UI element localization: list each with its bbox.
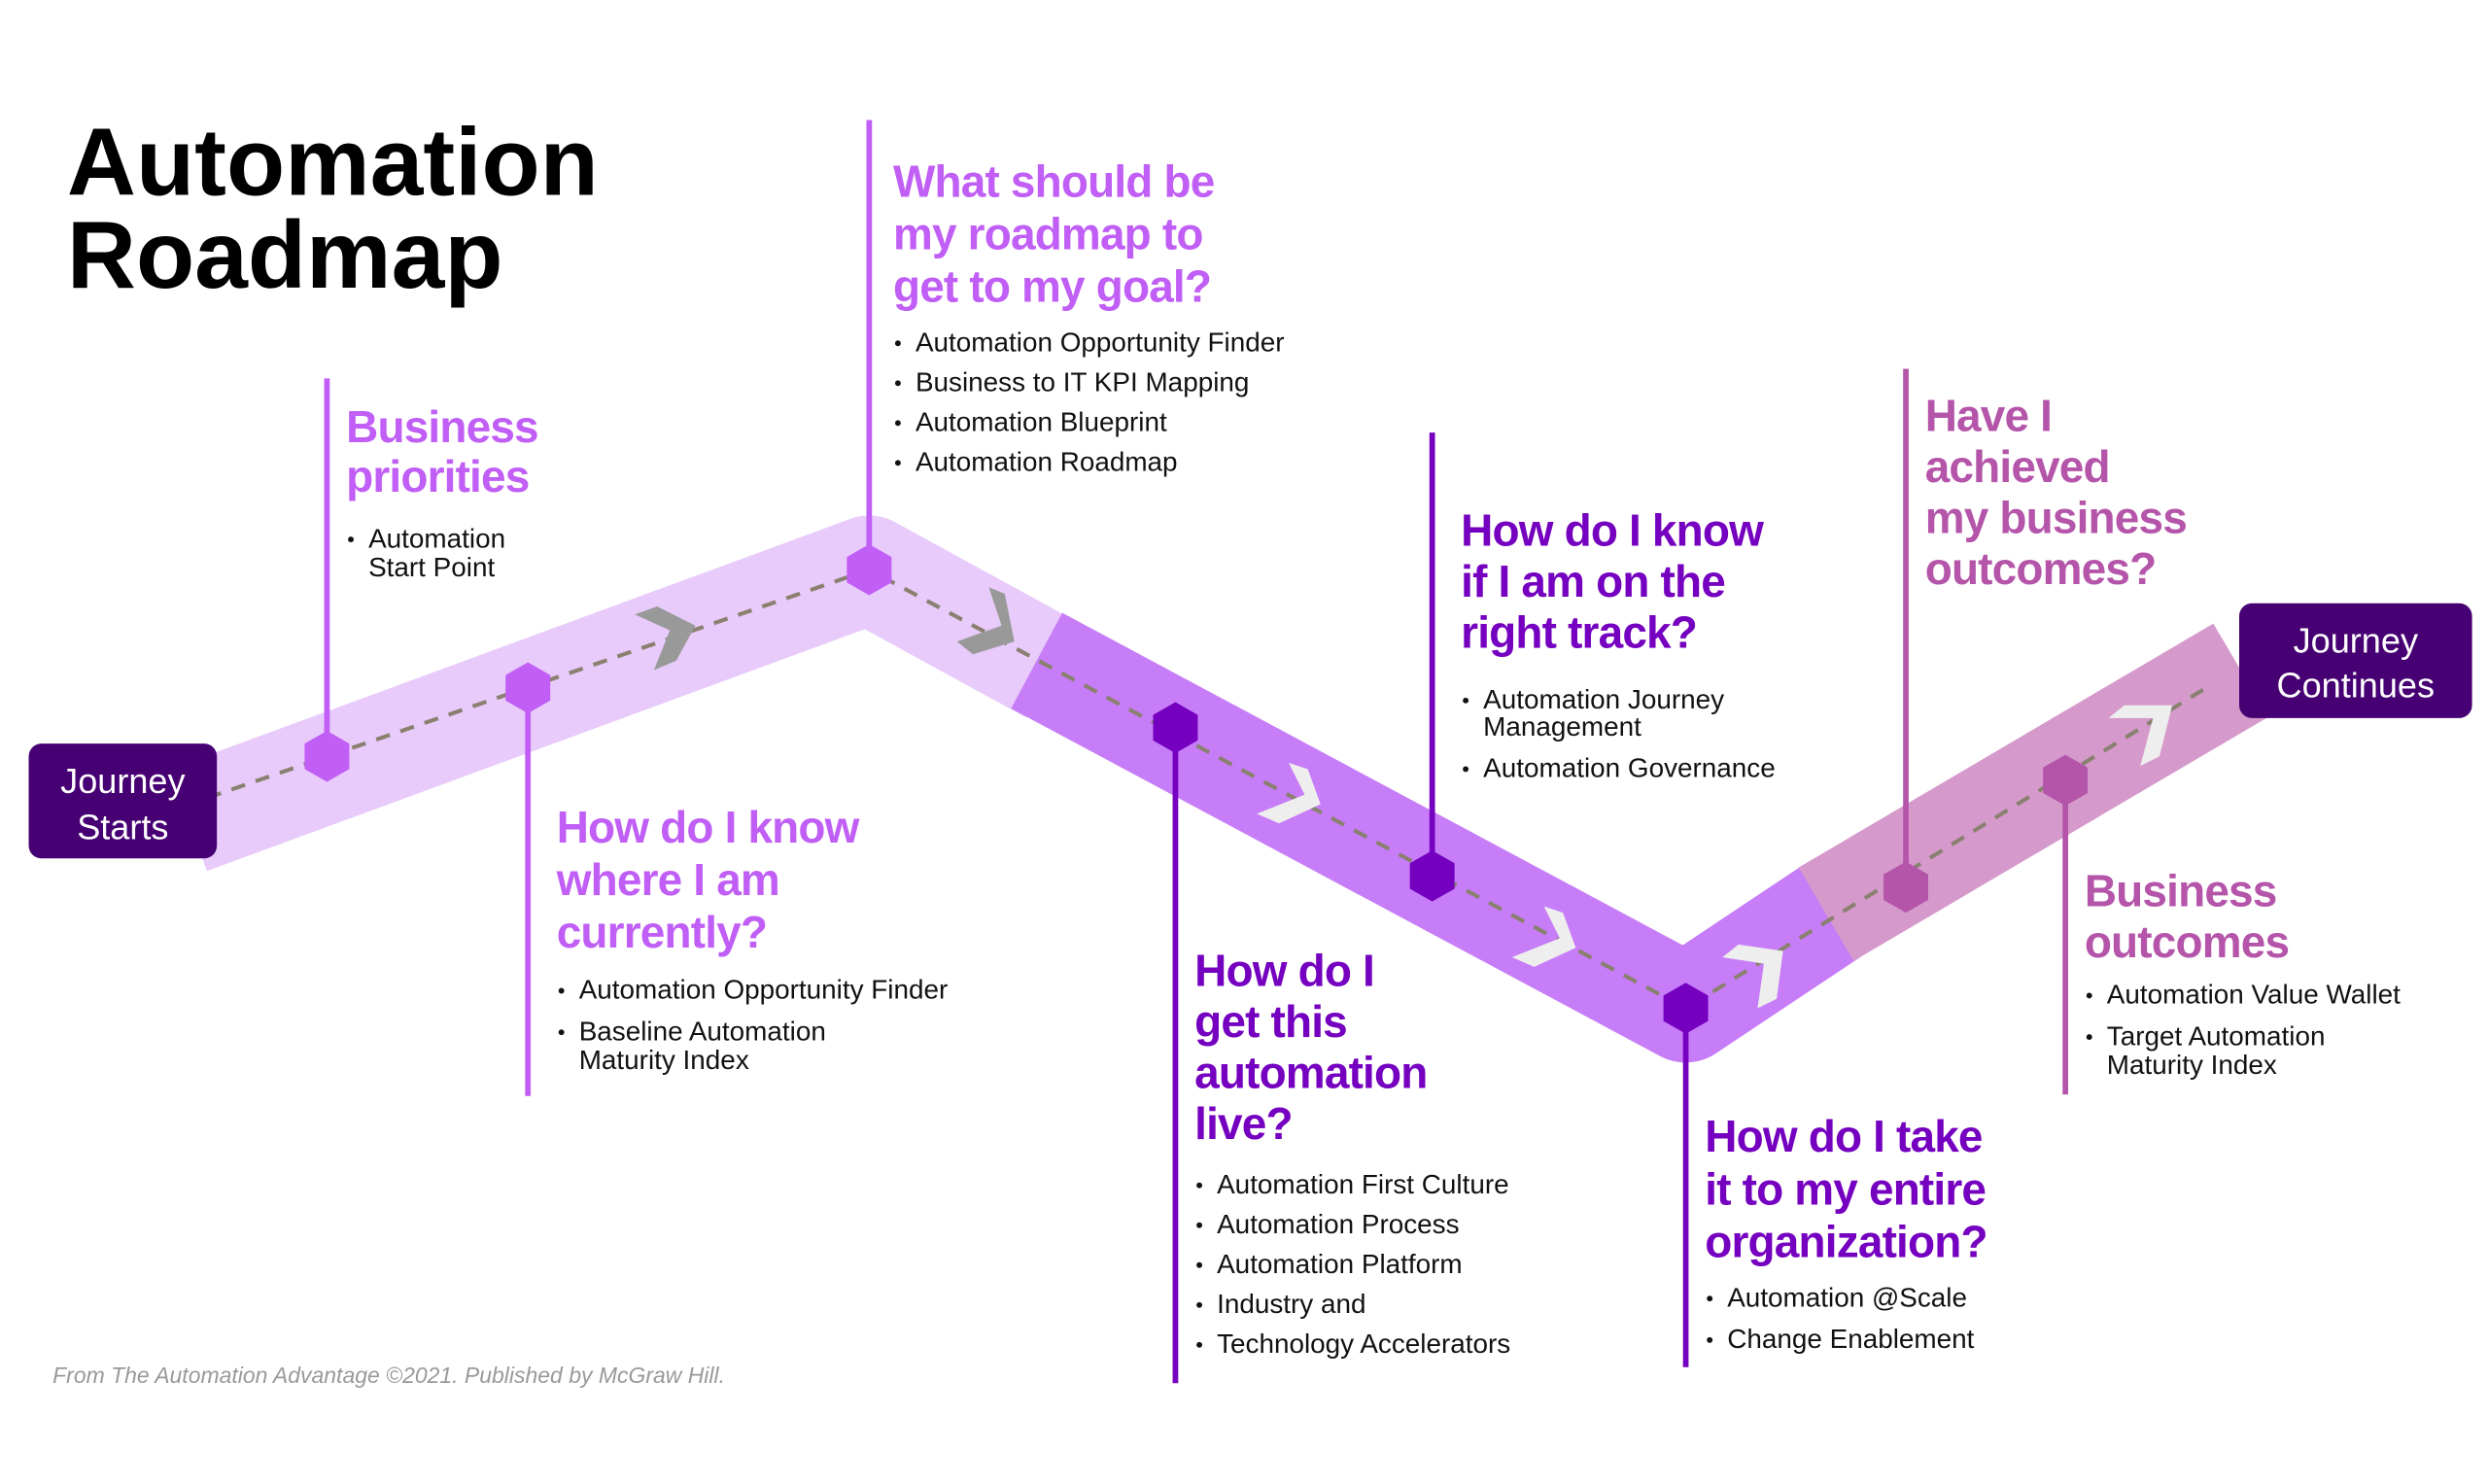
chevron-icon [1511, 906, 1576, 967]
stage-heading: How do I know [1461, 505, 1764, 556]
hexagon-node-icon [1153, 702, 1198, 753]
bullet-icon [558, 987, 565, 994]
stage-item: Technology Accelerators [1217, 1329, 1510, 1359]
chevron-icon [1722, 944, 1783, 1009]
connector-lines [324, 120, 2068, 1384]
roadmap-ribbon [169, 515, 2268, 1063]
stage-item: Target Automation [2107, 1020, 2326, 1051]
stage-item: Automation Value Wallet [2107, 980, 2401, 1010]
bullet-icon [1707, 1295, 1713, 1302]
stage-item: Automation Blueprint [916, 407, 1167, 437]
stage-item: Industry and [1217, 1289, 1365, 1319]
stage-heading: outcomes [2085, 916, 2289, 967]
bullet-icon [1196, 1341, 1203, 1348]
stage-heading: achieved [1925, 441, 2110, 492]
stage-item: Business to IT KPI Mapping [916, 366, 1249, 397]
hexagon-node-icon [304, 731, 350, 782]
stage-heading: get this [1194, 996, 1347, 1047]
journey-starts-box: Journey Starts [28, 743, 218, 859]
start-box-line: Journey [60, 761, 185, 801]
bullet-icon [1463, 697, 1469, 704]
stage-item: Automation Process [1217, 1209, 1459, 1239]
bullet-icon [348, 536, 354, 543]
stage-item: Automation Roadmap [916, 447, 1178, 477]
chevron-icon [2108, 705, 2173, 767]
bullet-icon [1196, 1182, 1203, 1189]
hexagon-node-icon [1663, 983, 1709, 1034]
hexagon-node-icon [2043, 754, 2089, 807]
bullet-icon [894, 460, 901, 466]
stage-heading: automation [1194, 1048, 1427, 1098]
end-box-line: Continues [2277, 666, 2436, 706]
stage-heading: organization? [1705, 1217, 1987, 1267]
stage-item: Change Enablement [1727, 1324, 1974, 1354]
stage-item: Automation Governance [1483, 753, 1776, 783]
stage-item: Automation Platform [1217, 1249, 1463, 1279]
stage-item: Start Point [368, 552, 495, 582]
end-box-line: Journey [2294, 621, 2418, 661]
stage-heading: it to my entire [1705, 1163, 1986, 1214]
hexagon-node-icon [1883, 861, 1928, 914]
stage-item: Maturity Index [2107, 1050, 2277, 1080]
stage-item: Automation [368, 523, 505, 553]
bullet-icon [2086, 1034, 2092, 1041]
hexagon-node-icon [847, 544, 892, 596]
stage-heading: Have I [1925, 391, 2052, 441]
start-box-line: Starts [77, 808, 168, 847]
stage-heading: Business [2085, 866, 2277, 916]
stage-item: Baseline Automation [579, 1016, 826, 1046]
stage-item: Automation First Culture [1217, 1169, 1509, 1199]
bullet-icon [1707, 1336, 1713, 1343]
stage-item: Automation @Scale [1727, 1282, 1967, 1312]
stage-heading: my business [1925, 493, 2187, 543]
stage-heading: live? [1194, 1098, 1293, 1149]
bullet-icon [894, 380, 901, 387]
stage-heading: How do I know [557, 802, 860, 852]
title-line-1: Automation [67, 109, 599, 216]
stage-heading: where I am [556, 854, 779, 905]
chevron-icon [635, 606, 696, 671]
stage-heading: my roadmap to [893, 208, 1203, 259]
stage-heading: outcomes? [1925, 543, 2157, 594]
bullet-icon [558, 1029, 565, 1036]
stage-heading: What should be [893, 155, 1214, 206]
stage-heading: get to my goal? [893, 261, 1211, 312]
stage-heading: How do I [1194, 946, 1374, 996]
title-line-2: Roadmap [67, 201, 503, 308]
bullet-icon [1196, 1301, 1203, 1308]
hexagon-node-icon [505, 662, 551, 713]
journey-continues-box: Journey Continues [2239, 603, 2472, 718]
chevron-arrow-icons [635, 587, 2173, 1009]
hexagon-node-icon [1409, 850, 1455, 902]
stage-item: Automation Journey [1483, 684, 1724, 714]
stage-heading: How do I take [1705, 1111, 1982, 1161]
stage-item: Maturity Index [579, 1045, 749, 1075]
bullet-icon [1196, 1261, 1203, 1268]
stage-heading: right track? [1461, 607, 1697, 658]
stage-heading: currently? [557, 907, 767, 957]
bullet-icon [894, 340, 901, 347]
stage-heading: Business [346, 401, 538, 452]
bullet-icon [1196, 1222, 1203, 1228]
bullet-icon [2086, 992, 2092, 999]
stage-item: Automation Opportunity Finder [579, 975, 949, 1005]
stage-item: Management [1483, 711, 1641, 742]
milestone-nodes [304, 544, 2089, 1034]
bullet-icon [1463, 766, 1469, 773]
stage-heading: if I am on the [1461, 556, 1725, 606]
stage-item: Automation Opportunity Finder [916, 327, 1285, 357]
chevron-icon [956, 587, 1015, 655]
chevron-icon [1257, 762, 1321, 824]
bullet-icon [894, 420, 901, 427]
footer-credit: From The Automation Advantage ©2021. Pub… [52, 1363, 725, 1388]
stage-heading: priorities [346, 451, 529, 501]
